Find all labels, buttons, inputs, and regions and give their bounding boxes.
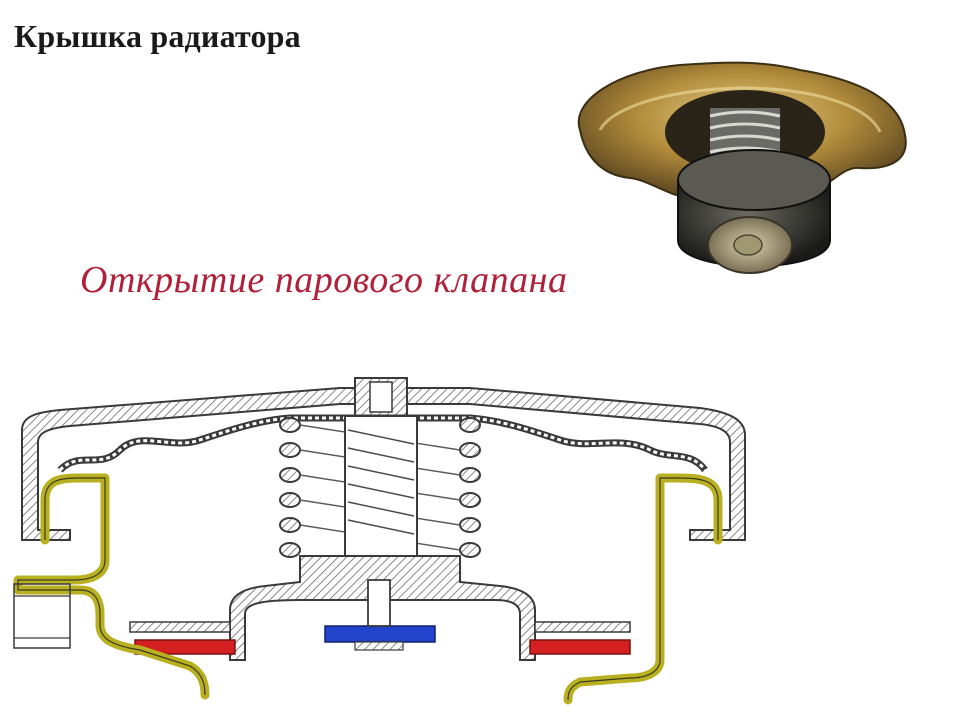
cap-shell [21,387,746,541]
diagram-subtitle: Открытие парового клапана [80,259,568,301]
radiator-cap-cross-section [13,377,746,705]
main-spring [279,417,481,558]
lower-housing [229,555,536,661]
vacuum-valve [324,625,436,643]
filler-neck-right [563,473,723,705]
overflow-tube [13,583,71,649]
red-seal-right [529,639,631,655]
radiator-cap-photo [577,61,907,274]
diagram-title: Крышка радиатора [14,18,301,54]
